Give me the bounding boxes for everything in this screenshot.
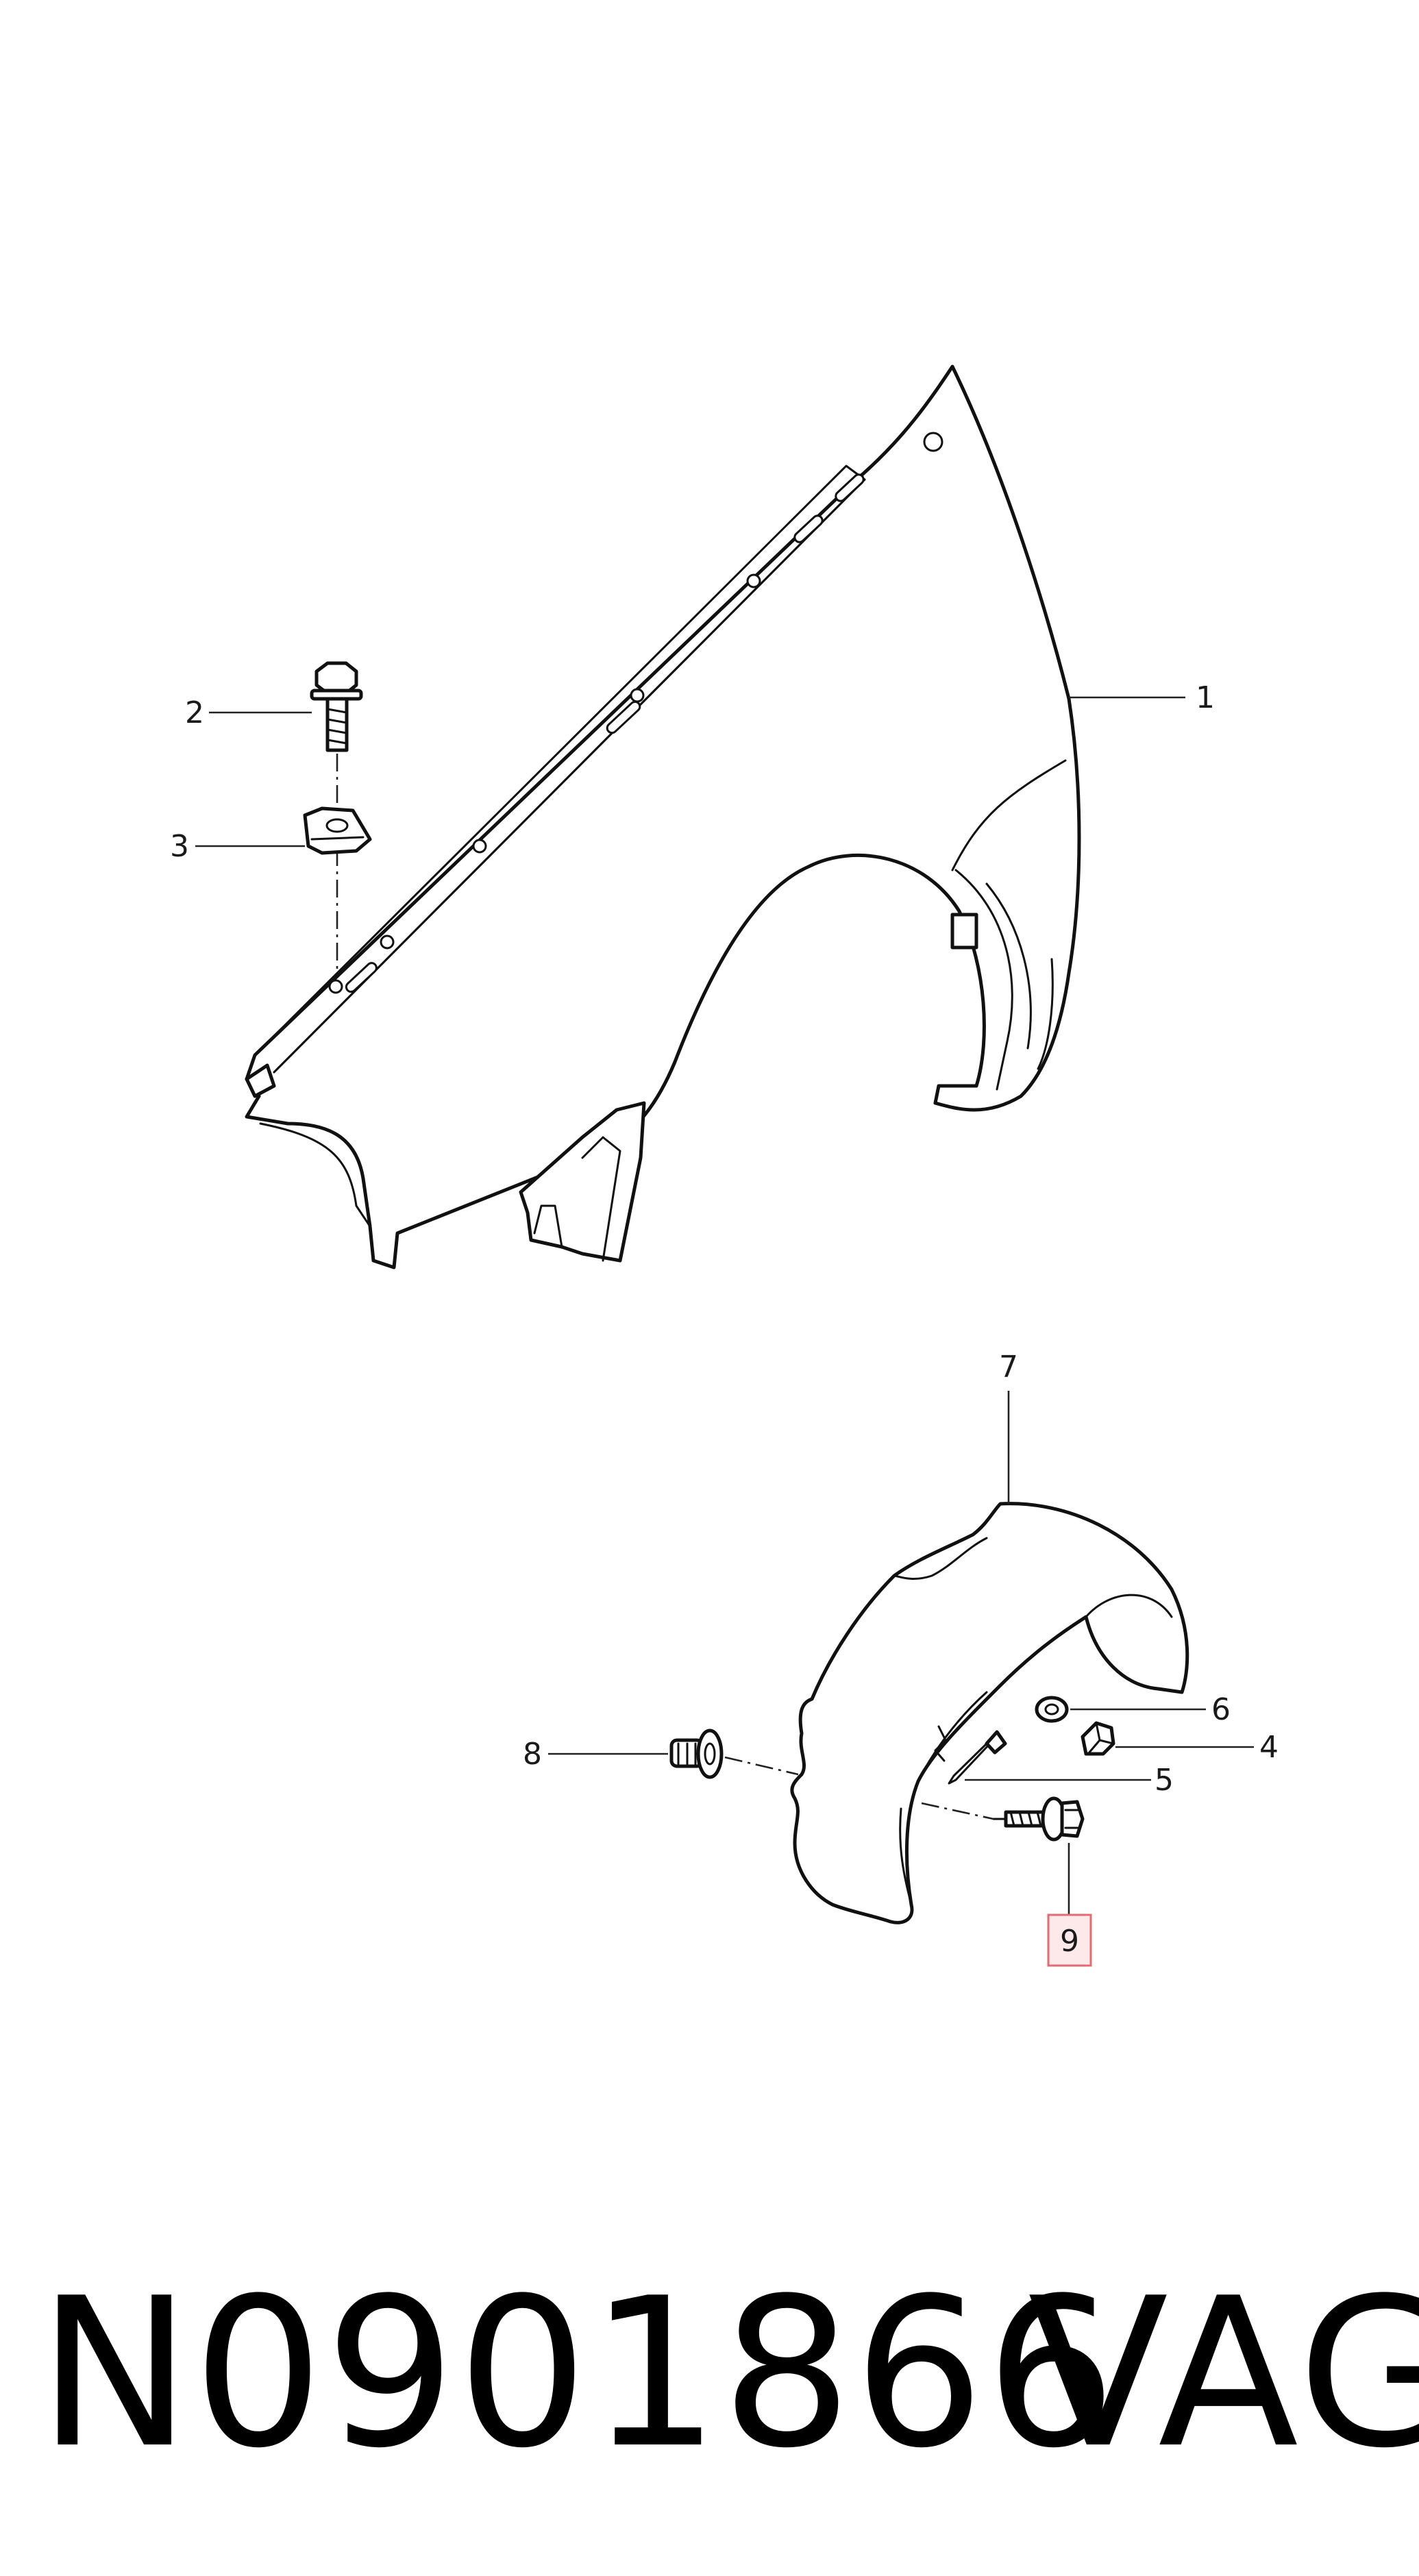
callout-3: 3 (170, 829, 189, 864)
callout-4: 4 (1259, 1730, 1279, 1765)
callout-6: 6 (1211, 1692, 1231, 1727)
callout-7: 7 (999, 1350, 1018, 1385)
callout-8: 8 (523, 1737, 542, 1772)
expanding-rivet-part-8 (669, 1729, 724, 1779)
clip-part-4 (1081, 1721, 1115, 1756)
part-number: N0901866 (38, 2254, 1118, 2493)
brand-name: VAG (1028, 2254, 1419, 2493)
assembly-axis-8 (724, 1756, 799, 1776)
bolt-part-9 (992, 1796, 1085, 1842)
fender-part-1 (245, 364, 1081, 1270)
wheel-arch-liner-part-7 (790, 1502, 1189, 1924)
callout-5: 5 (1155, 1763, 1174, 1798)
clip-nut-part-3 (303, 806, 372, 855)
screw-part-5 (948, 1730, 1007, 1785)
assembly-axis-9 (921, 1802, 994, 1820)
callout-9: 9 (1060, 1924, 1079, 1959)
callout-9-highlight-box (1047, 1914, 1092, 1967)
callout-1: 1 (1196, 680, 1215, 715)
bolt-part-2 (310, 661, 363, 752)
callout-2: 2 (185, 695, 204, 730)
washer-part-6 (1035, 1696, 1069, 1723)
